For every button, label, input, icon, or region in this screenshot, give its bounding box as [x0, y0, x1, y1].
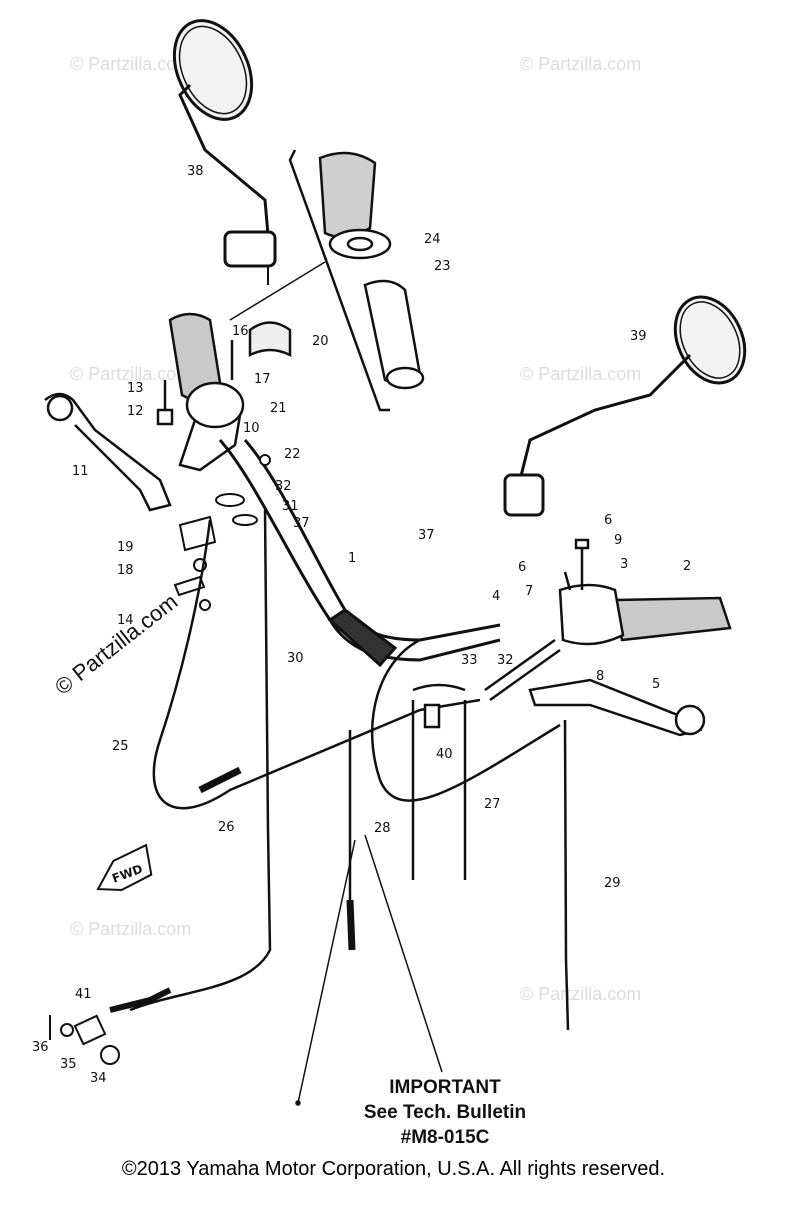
callout-39: 39	[630, 329, 647, 344]
callout-7: 7	[525, 584, 533, 599]
callout-10: 10	[243, 421, 260, 436]
watermark-2: © Partzilla.com	[520, 54, 641, 74]
note-line-3: #M8-015C	[401, 1127, 490, 1148]
callout-35: 35	[60, 1057, 77, 1072]
important-note: IMPORTANT See Tech. Bulletin #M8-015C	[364, 1077, 526, 1148]
callout-11: 11	[72, 464, 89, 479]
callout-37: 37	[293, 516, 310, 531]
callout-34: 34	[90, 1071, 107, 1086]
callout-23: 23	[434, 259, 451, 274]
callout-1: 1	[348, 551, 356, 566]
callout-28: 28	[374, 821, 391, 836]
callout-38: 38	[187, 164, 204, 179]
callout-33: 33	[461, 653, 478, 668]
right-controls	[484, 538, 732, 737]
callout-layer: 1234566789101112131416171819202122232425…	[32, 164, 691, 1086]
copyright-footer: ©2013 Yamaha Motor Corporation, U.S.A. A…	[121, 1158, 666, 1180]
callout-2: 2	[683, 559, 691, 574]
note-line-1: IMPORTANT	[389, 1077, 501, 1098]
watermark-4: © Partzilla.com	[520, 364, 641, 384]
watermarks: © Partzilla.com © Partzilla.com © Partzi…	[70, 54, 641, 1004]
watermark-1: © Partzilla.com	[70, 54, 191, 74]
note-leaders	[295, 834, 443, 1106]
handlebar	[218, 439, 501, 668]
callout-6: 6	[604, 513, 612, 528]
watermark-6: © Partzilla.com	[520, 984, 641, 1004]
callout-26: 26	[218, 820, 235, 835]
callout-19: 19	[117, 540, 134, 555]
callout-36: 36	[32, 1040, 49, 1055]
callout-9: 9	[614, 533, 622, 548]
cables	[109, 509, 570, 1031]
left-grip-assembly	[44, 312, 292, 512]
callout-14: 14	[117, 613, 134, 628]
fwd-arrow: FWD	[96, 843, 153, 892]
callout-31: 31	[282, 499, 299, 514]
left-mirror	[172, 19, 277, 285]
callout-13: 13	[127, 381, 144, 396]
callout-20: 20	[312, 334, 329, 349]
callout-30: 30	[287, 651, 304, 666]
left-small-parts	[173, 454, 271, 611]
right-grip-detail	[229, 149, 425, 412]
callout-18: 18	[117, 563, 134, 578]
note-line-2: See Tech. Bulletin	[364, 1102, 526, 1123]
callout-4: 4	[492, 589, 500, 604]
callout-27: 27	[484, 797, 501, 812]
callout-6: 6	[518, 560, 526, 575]
callout-24: 24	[424, 232, 441, 247]
callout-5: 5	[652, 677, 660, 692]
right-mirror	[503, 295, 747, 517]
callout-32: 32	[275, 479, 292, 494]
callout-17: 17	[254, 372, 271, 387]
callout-21: 21	[270, 401, 287, 416]
callout-8: 8	[596, 669, 604, 684]
callout-32: 32	[497, 653, 514, 668]
watermark-5: © Partzilla.com	[70, 919, 191, 939]
callout-41: 41	[75, 987, 92, 1002]
lower-linkage	[49, 1014, 120, 1065]
callout-22: 22	[284, 447, 301, 462]
callout-3: 3	[620, 557, 628, 572]
watermark-3: © Partzilla.com	[70, 364, 191, 384]
callout-29: 29	[604, 876, 621, 891]
callout-25: 25	[112, 739, 129, 754]
callout-16: 16	[232, 324, 249, 339]
callout-12: 12	[127, 404, 144, 419]
callout-37: 37	[418, 528, 435, 543]
callout-40: 40	[436, 747, 453, 762]
